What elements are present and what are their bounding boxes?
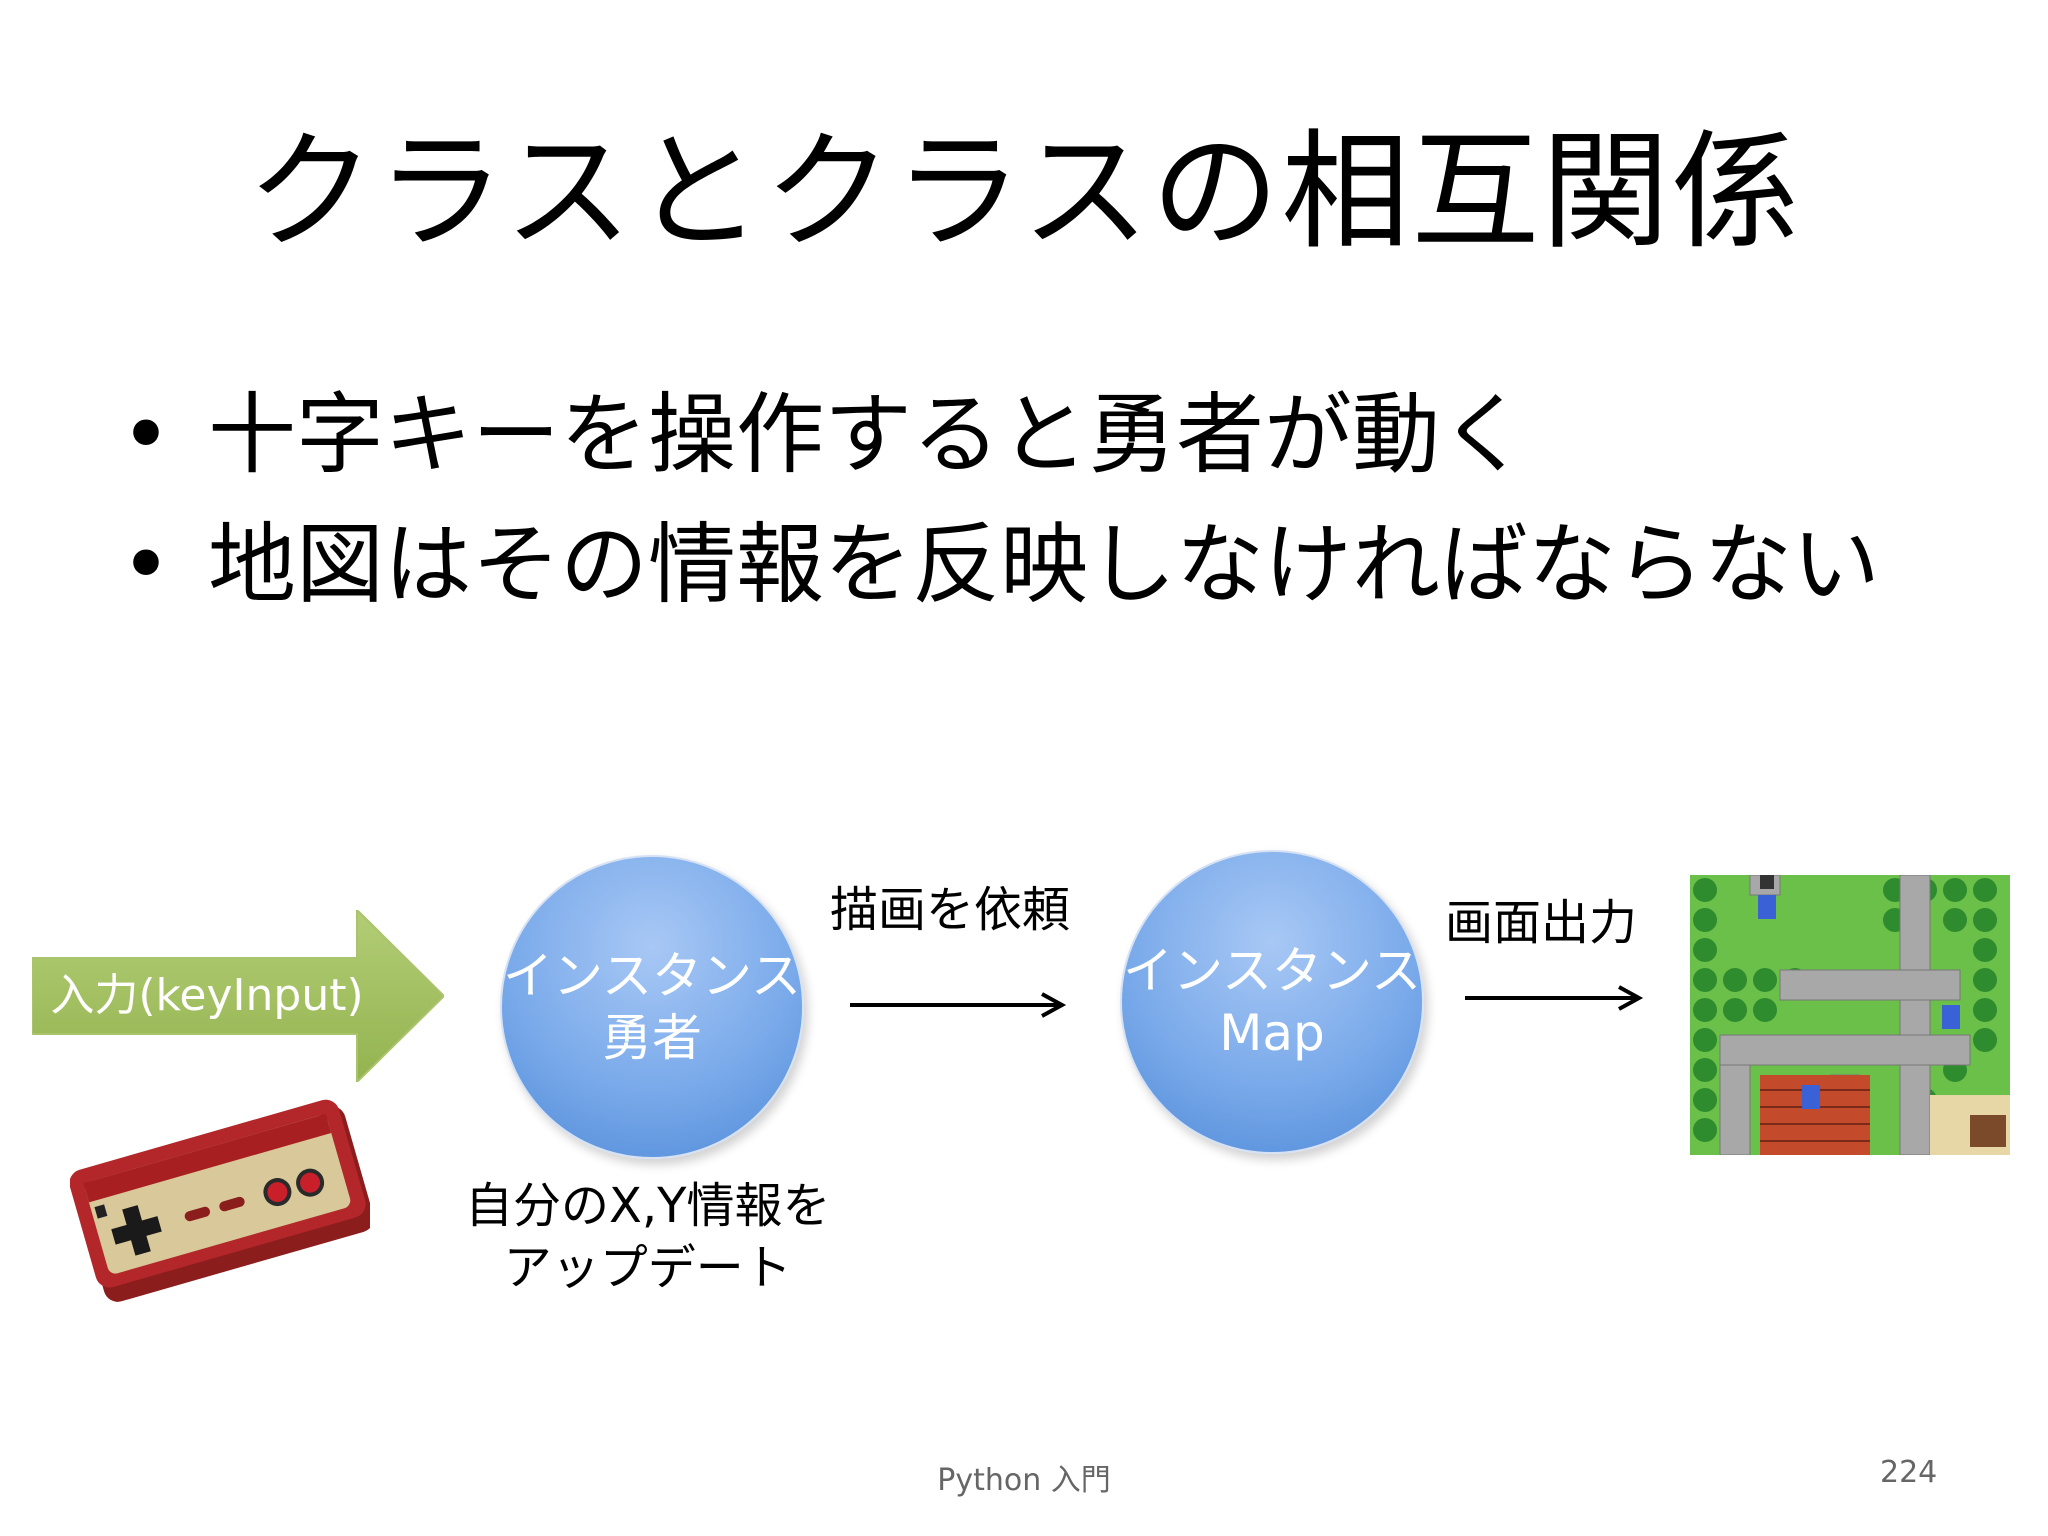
input-label: 入力(keyInput) — [50, 970, 364, 1021]
game-map-screenshot — [1690, 875, 2010, 1155]
bullet-item: • 地図はその情報を反映しなければならない — [120, 500, 1880, 630]
slide-title: クラスとクラスの相互関係 — [246, 118, 1802, 267]
hero-update-text: 自分のX,Y情報を アップデート — [465, 1175, 830, 1299]
map-instance-name: Map — [1219, 1004, 1325, 1062]
hero-instance-circle: インスタンス 勇者 — [500, 855, 804, 1159]
bullet-text: 地図はその情報を反映しなければならない — [208, 513, 1881, 616]
draw-request-label: 描画を依頼 — [830, 882, 1071, 938]
footer-course-title: Python 入門 — [937, 1463, 1111, 1498]
hero-instance-label: インスタンス — [503, 947, 801, 1005]
bullet-list: • 十字キーを操作すると勇者が動く • 地図はその情報を反映しなければならない — [120, 370, 1880, 630]
hero-instance-name: 勇者 — [602, 1009, 702, 1067]
screen-output-label: 画面出力 — [1445, 895, 1638, 951]
input-arrow-shape — [32, 910, 444, 1082]
page-number: 224 — [1880, 1455, 1938, 1490]
hero-update-line2: アップデート — [503, 1240, 792, 1296]
draw-request-arrow — [850, 992, 1067, 1018]
bullet-text: 十字キーを操作すると勇者が動く — [208, 383, 1529, 486]
bullet-dot: • — [120, 383, 172, 486]
hero-update-line1: 自分のX,Y情報を — [465, 1178, 831, 1234]
map-instance-circle: インスタンス Map — [1120, 850, 1424, 1154]
bullet-dot: • — [120, 513, 172, 616]
map-instance-label: インスタンス — [1123, 942, 1421, 1000]
bullet-item: • 十字キーを操作すると勇者が動く — [120, 370, 1880, 500]
screen-output-arrow — [1465, 985, 1644, 1011]
game-controller-image — [70, 1099, 370, 1302]
